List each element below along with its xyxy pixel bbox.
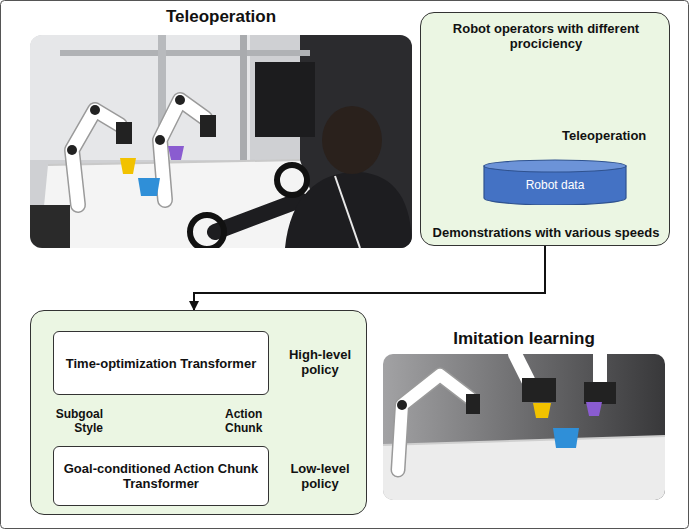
panel-title: Imitation learning (383, 328, 665, 350)
shape-rect (116, 122, 132, 144)
edge-label: Action Chunk (225, 407, 287, 435)
shape-path (160, 100, 205, 200)
shape-polygon (383, 436, 665, 500)
level-label: Low-level policy (277, 461, 363, 491)
process-box: Time-optimization Transformer (53, 331, 269, 395)
shape-rect (522, 378, 556, 402)
level-label: High-level policy (277, 347, 363, 377)
database-cylinder: Robot data (483, 159, 627, 205)
edge-label: Subgoal Style (41, 407, 103, 435)
photo-panel: Imitation learning (383, 328, 665, 500)
shape-circle (397, 400, 407, 410)
box-label: Time-optimization Transformer (66, 356, 256, 371)
shape-ellipse (322, 106, 382, 174)
shape-line (48, 160, 300, 165)
shape-path (215, 200, 300, 232)
shape-rect (383, 354, 665, 500)
shape-circle (277, 165, 307, 195)
teleoperation-photo (30, 35, 412, 248)
shape-path (72, 110, 120, 205)
shape-rect (255, 62, 315, 137)
database-label: Robot data (483, 159, 627, 192)
imitation-photo (383, 354, 665, 500)
photo-panel: Teleoperation (30, 6, 412, 248)
shape-path (553, 428, 579, 448)
shape-rect (200, 115, 216, 137)
shape-path (593, 354, 607, 384)
shape-rect (466, 394, 480, 414)
shape-circle (190, 215, 224, 248)
shape-path (138, 178, 160, 196)
shape-rect (30, 205, 70, 248)
process-box: Goal-conditioned Action Chunk Transforme… (53, 446, 269, 506)
shape-rect (30, 35, 412, 248)
shape-path (72, 110, 120, 205)
shape-path (515, 354, 528, 380)
shape-circle (67, 145, 77, 155)
shape-path (160, 100, 205, 200)
panel-title: Teleoperation (30, 6, 412, 28)
shape-line (383, 436, 665, 445)
shape-path (398, 375, 470, 470)
shape-circle (90, 105, 100, 115)
shape-path (533, 403, 551, 418)
shape-rect (60, 50, 310, 56)
cylinder-top (484, 160, 626, 172)
arrow-label: Teleoperation (562, 128, 646, 143)
shape-path (120, 158, 136, 174)
shape-rect (584, 382, 616, 404)
shape-path (168, 146, 184, 160)
group-heading: Robot operators with different procicien… (431, 21, 661, 51)
shape-circle (155, 135, 165, 145)
shape-circle (175, 95, 185, 105)
shape-path (335, 176, 360, 248)
box-label: Goal-conditioned Action Chunk Transforme… (62, 461, 260, 491)
shape-path (586, 402, 602, 416)
shape-path (398, 375, 470, 470)
group-footer: Demonstrations with various speeds (431, 225, 661, 240)
connector-arrow (194, 246, 545, 310)
